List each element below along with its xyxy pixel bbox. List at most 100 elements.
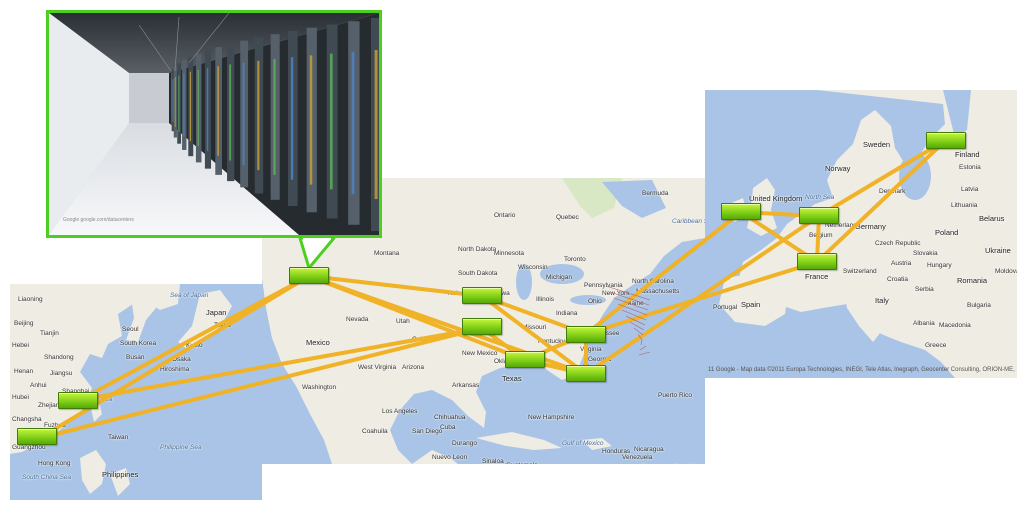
map-label: Czech Republic (875, 240, 921, 247)
node-netherlands[interactable] (799, 207, 839, 224)
map-label: Philippine Sea (160, 444, 202, 451)
node-iowa[interactable] (462, 287, 502, 304)
map-label: Croatia (887, 276, 908, 283)
map-label: Pennsylvania (584, 282, 623, 289)
node-texas[interactable] (505, 351, 545, 368)
map-label: Bulgaria (967, 302, 991, 309)
map-label: Busan (126, 354, 145, 361)
node-oregon[interactable] (289, 267, 329, 284)
map-label: Nuevo Leon (432, 454, 468, 461)
map-label: Norway (825, 164, 851, 173)
rack-cables (217, 66, 219, 156)
map-label: Michigan (546, 274, 573, 281)
map-label: Belarus (979, 214, 1005, 223)
map-label: Hong Kong (38, 460, 71, 467)
map-label: Sinaloa (482, 458, 504, 464)
map-label: Honduras (602, 448, 631, 455)
rack-cables (273, 59, 276, 175)
rack-cables (351, 51, 355, 195)
map-label: Austria (891, 260, 912, 267)
server-racks-photo (49, 13, 379, 235)
map-label: South Korea (120, 340, 157, 347)
map-label: Switzerland (843, 268, 877, 275)
map-label: Finland (955, 150, 980, 159)
data-center-photo-callout[interactable]: Google google.com/datacenters (46, 10, 382, 238)
map-label: Philippines (102, 470, 139, 479)
map-label: Greece (925, 342, 947, 349)
map-label: North Carolina (632, 278, 674, 285)
map-label: Nevada (346, 316, 369, 323)
rack-cables (174, 77, 176, 127)
map-label: Venezuela (622, 454, 653, 461)
map-label: Puerto Rico (658, 392, 692, 399)
map-label: Chihuahua (434, 414, 466, 421)
map-label: Nicaragua (634, 446, 664, 453)
map-label: Tokyo (214, 322, 231, 329)
rack-cables (257, 60, 260, 171)
map-label: Hubei (12, 394, 29, 401)
node-hong-kong[interactable] (17, 428, 57, 445)
node-finland[interactable] (926, 132, 966, 149)
map-label: Albania (913, 320, 935, 327)
map-label: Germany (855, 222, 886, 231)
map-attribution: 11 Google - Map data ©2011 Europa Techno… (708, 367, 1015, 373)
map-label: South China Sea (22, 474, 72, 481)
node-ireland[interactable] (721, 203, 761, 220)
map-label: Sweden (863, 140, 891, 149)
rack-cables (183, 73, 185, 137)
map-label: Missouri (522, 324, 547, 331)
map-label: Massachusetts (636, 288, 680, 295)
rack-cables (290, 57, 294, 180)
map-label: Hungary (927, 262, 952, 269)
node-georgia[interactable] (566, 365, 606, 382)
map-label: Minnesota (494, 250, 524, 257)
map-label: Portugal (713, 304, 738, 311)
rack-cables (206, 68, 209, 151)
node-oklahoma[interactable] (462, 318, 502, 335)
node-taiwan[interactable] (58, 392, 98, 409)
map-label: Georgia (588, 356, 612, 363)
map-label: Los Angeles (382, 408, 418, 415)
rack-cables (229, 64, 232, 161)
node-virginia[interactable] (566, 326, 606, 343)
map-label: North Dakota (458, 246, 497, 253)
map-label: Lithuania (951, 202, 978, 209)
map-label: Ukraine (985, 246, 1011, 255)
map-label: Poland (935, 228, 959, 237)
map-label: San Diego (412, 428, 443, 435)
map-label: Denmark (879, 188, 906, 195)
map-label: United Kingdom (749, 194, 803, 203)
map-label: Moldova (995, 268, 1017, 275)
map-label: Estonia (959, 164, 981, 171)
rack-cables (374, 49, 378, 200)
map-label: Tianjin (40, 330, 59, 337)
node-belgium[interactable] (797, 253, 837, 270)
map-label: Japan (206, 308, 227, 317)
map-label: Ohio (588, 298, 602, 305)
map-label: France (805, 272, 829, 281)
map-label: Bermuda (642, 190, 669, 197)
map-label: Anhui (30, 382, 47, 389)
map-label: Durango (452, 440, 477, 447)
map-label: Jiangsu (50, 370, 73, 377)
map-label: Colorado (412, 336, 439, 343)
map-label: Guangzhou (12, 444, 46, 451)
map-label: Maine (626, 300, 644, 307)
rack-cables (172, 78, 174, 123)
map-label: Indiana (556, 310, 578, 317)
rack-cables (309, 55, 313, 185)
map-label: Washington (302, 384, 337, 391)
map-label: South Dakota (458, 270, 498, 277)
map-terrain-europe (705, 90, 1017, 378)
map-label: Macedonia (939, 322, 971, 329)
map-label: Italy (875, 296, 889, 305)
map-label: Serbia (915, 286, 934, 293)
map-label: West Virginia (358, 364, 397, 371)
map-label: Virginia (580, 346, 602, 353)
map-label: Taiwan (108, 434, 129, 441)
map-label: Arizona (402, 364, 425, 371)
map-label: Belgium (809, 232, 833, 239)
map-label: Toronto (564, 256, 586, 263)
